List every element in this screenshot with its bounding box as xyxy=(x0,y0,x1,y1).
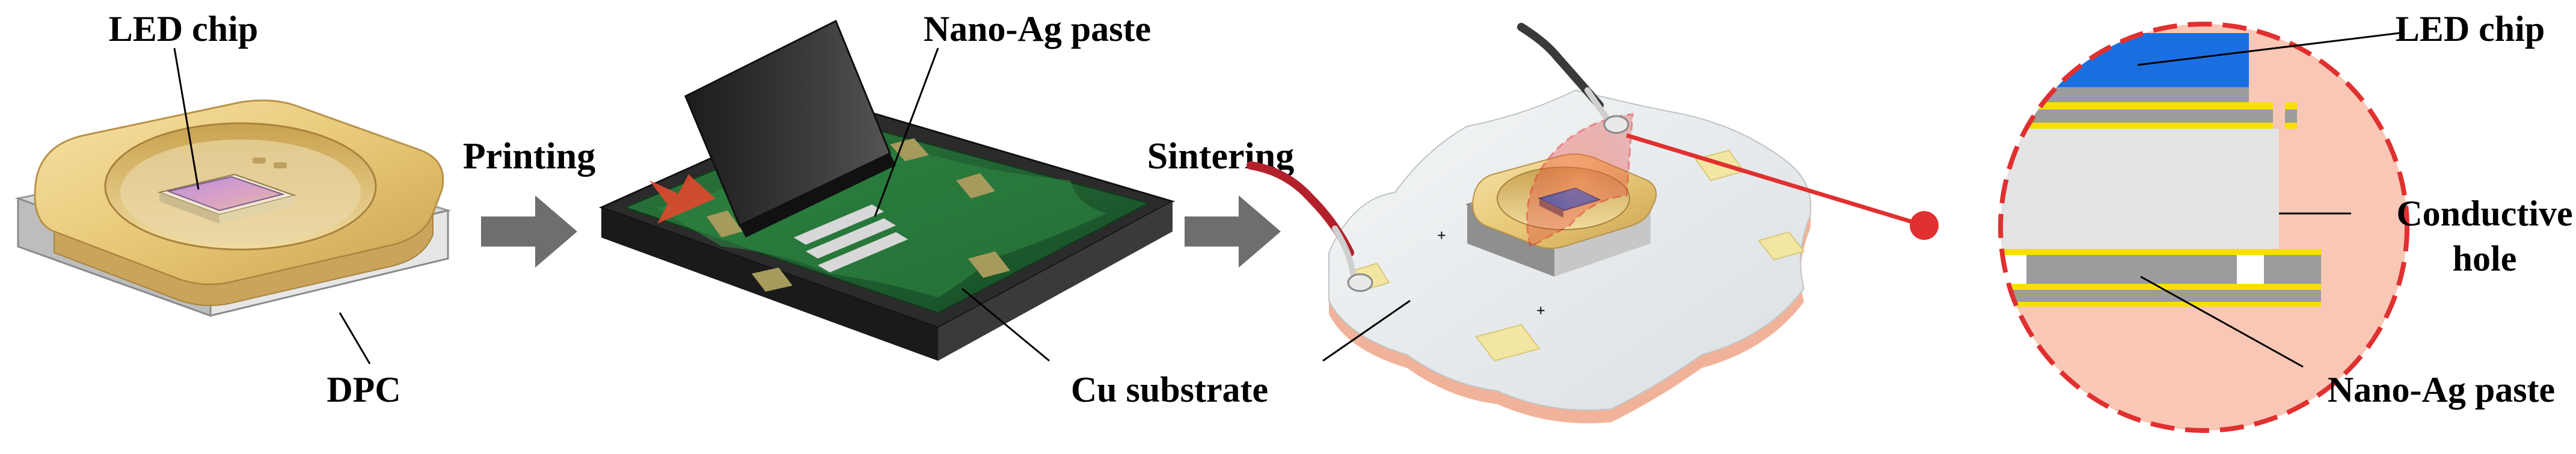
zoom-led-chip-label: LED chip xyxy=(2396,9,2545,49)
zoom-led-chip-leader xyxy=(2137,32,2400,66)
conductive-label-line2: hole xyxy=(2453,239,2517,278)
nano-ag-bottom-leader xyxy=(2140,275,2304,368)
nano-ag-paste-bottom-label: Nano-Ag paste xyxy=(2328,370,2555,410)
dpc-led-chip-label: LED chip xyxy=(109,9,258,49)
sintering-arrow xyxy=(1185,195,1281,268)
zoom-connector xyxy=(1625,133,1925,228)
dpc-package xyxy=(14,99,452,317)
dpc-leader xyxy=(339,312,371,364)
svg-text:+: + xyxy=(1536,302,1545,319)
nano-ag-top-leader xyxy=(874,48,939,217)
svg-text:+: + xyxy=(1437,227,1446,244)
printing-label: Printing xyxy=(463,136,595,177)
cu-substrate-label: Cu substrate xyxy=(1071,370,1268,410)
printing-arrow xyxy=(481,195,577,268)
assembly-leader xyxy=(1322,299,1411,362)
dpc-led-chip-leader xyxy=(173,48,200,190)
cu-substrate-leader xyxy=(961,287,1050,362)
sintered-assembly: + + xyxy=(1247,23,1812,423)
dpc-label: DPC xyxy=(327,370,400,410)
nano-ag-paste-top-label: Nano-Ag paste xyxy=(924,9,1151,49)
zoom-connector-dot xyxy=(1910,211,1939,240)
conductive-label-line1: Conductive xyxy=(2396,194,2572,233)
cross-section-zoom xyxy=(1998,22,2409,433)
printing-stage xyxy=(598,19,1175,361)
